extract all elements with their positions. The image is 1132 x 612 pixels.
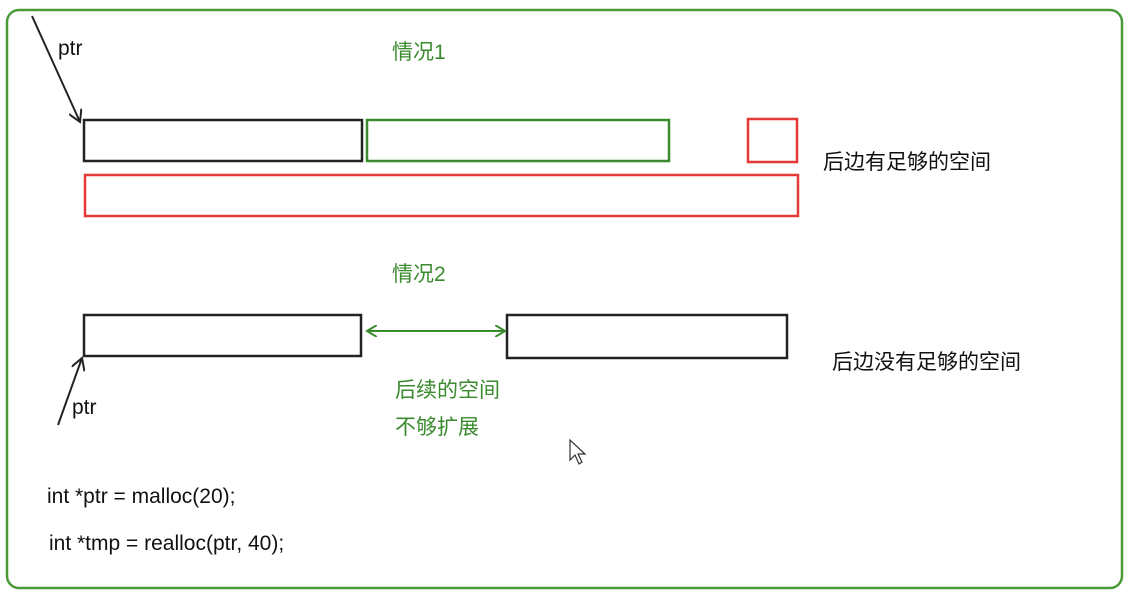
case1-title: 情况1 <box>392 41 446 64</box>
outer-frame <box>5 8 1124 590</box>
original-block-case2 <box>82 313 363 358</box>
ptr-arrow-case2 <box>57 358 82 426</box>
gap-note-line2: 不够扩展 <box>395 416 479 439</box>
case2-title: 情况2 <box>392 263 446 286</box>
original-block-case1 <box>82 118 364 163</box>
code-line-realloc: int *tmp = realloc(ptr, 40); <box>49 532 285 555</box>
case2-note: 后边没有足够的空间 <box>832 351 1021 374</box>
occupied-block-case2 <box>505 313 789 360</box>
extension-block-green <box>365 118 671 163</box>
small-red-block <box>746 117 799 164</box>
gap-note-line1: 后续的空间 <box>395 379 500 402</box>
ptr-label-case2: ptr <box>72 396 97 419</box>
ptr-label-case1: ptr <box>58 37 83 60</box>
mouse-cursor-icon <box>569 438 587 465</box>
ptr-arrow-case1 <box>31 15 80 122</box>
red-full-block <box>83 173 800 218</box>
case1-note: 后边有足够的空间 <box>823 151 991 174</box>
code-line-malloc: int *ptr = malloc(20); <box>47 485 236 508</box>
